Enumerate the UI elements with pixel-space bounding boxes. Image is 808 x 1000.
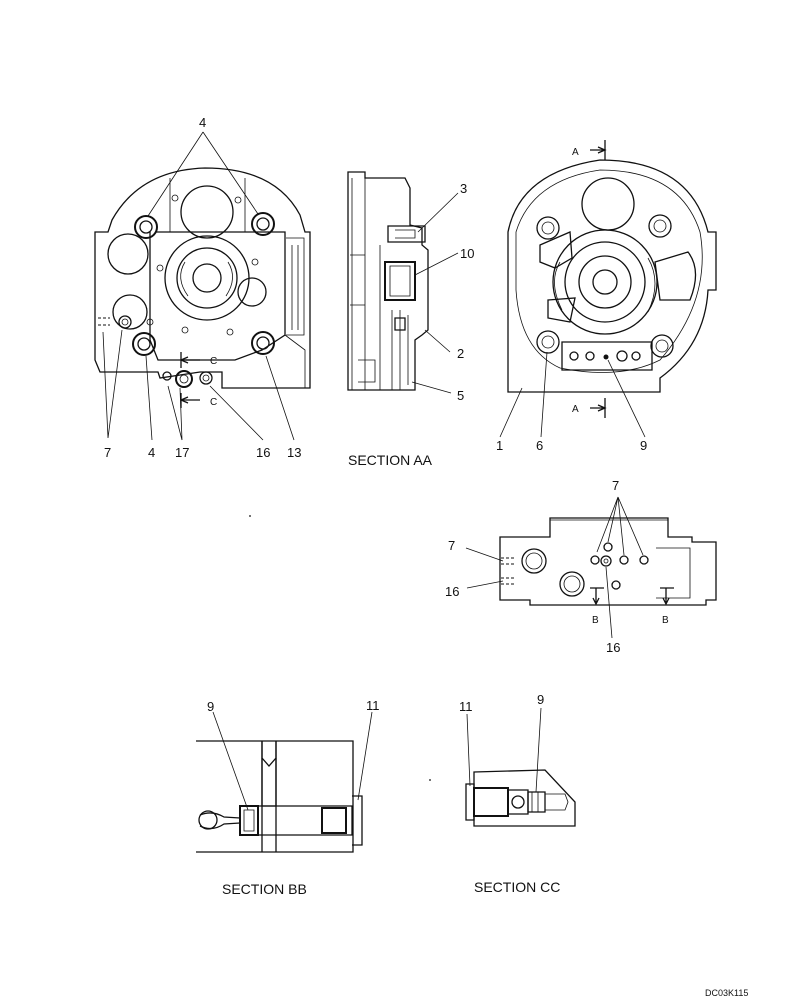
callout-7-side-left: 7 [448,538,455,553]
callout-11-bb: 11 [366,698,380,713]
side-view-block [499,517,717,606]
section-bb-view [196,740,363,853]
section-bb-title: SECTION BB [222,881,307,897]
bolt-4-upper-left [134,215,158,239]
callout-5: 5 [457,388,464,403]
callout-6: 6 [536,438,543,453]
callout-17: 17 [175,445,189,460]
cut-label-b-right: B [662,615,669,626]
callout-9-cc: 9 [537,692,544,707]
callout-13: 13 [287,445,301,460]
callout-11-cc: 11 [459,699,473,714]
cut-label-a-lower: A [572,404,579,415]
front-view-leaders [102,131,295,441]
section-cc-leaders [466,707,542,793]
side-view-leaders [465,496,644,639]
callout-16-front: 16 [256,445,270,460]
section-aa-leaders [411,192,459,394]
callout-1: 1 [496,438,503,453]
center-dot [249,515,251,517]
callout-9-rear: 9 [640,438,647,453]
section-aa-view [347,171,429,391]
cut-label-c-lower: C [210,397,217,408]
plug-16-front [199,371,213,385]
cut-label-a-upper: A [572,147,579,158]
callout-16-side-left: 16 [445,584,459,599]
bolt-13 [251,331,275,355]
callout-4-left: 4 [148,445,155,460]
section-cc-view [465,769,576,827]
callout-10: 10 [460,246,474,261]
center-dot [429,779,431,781]
front-view-housing [94,167,311,389]
rear-view-housing [507,159,717,393]
plug-7-front [98,315,132,329]
bolt-4-lower-left [132,332,156,356]
bolt-4-upper-right [251,212,275,236]
callout-3: 3 [460,181,467,196]
section-c-cut-mark: C C [180,352,217,408]
section-bb-leaders [212,711,373,811]
section-cc-title: SECTION CC [474,879,560,895]
callout-7-side-top: 7 [612,478,619,493]
callout-7-left: 7 [104,445,111,460]
callout-16-side-bottom: 16 [606,640,620,655]
callout-4-top: 4 [199,115,206,130]
callout-2: 2 [457,346,464,361]
cut-label-c-upper: C [210,356,217,367]
section-aa-title: SECTION AA [348,452,433,468]
rear-view-leaders [499,351,646,438]
cut-label-b-left: B [592,615,599,626]
plug-17 [162,370,193,388]
drawing-code: DC03K115 [705,988,748,998]
callout-9-bb: 9 [207,699,214,714]
section-a-cut-mark: A A [572,140,607,418]
section-b-cut-mark: B B [590,587,674,626]
